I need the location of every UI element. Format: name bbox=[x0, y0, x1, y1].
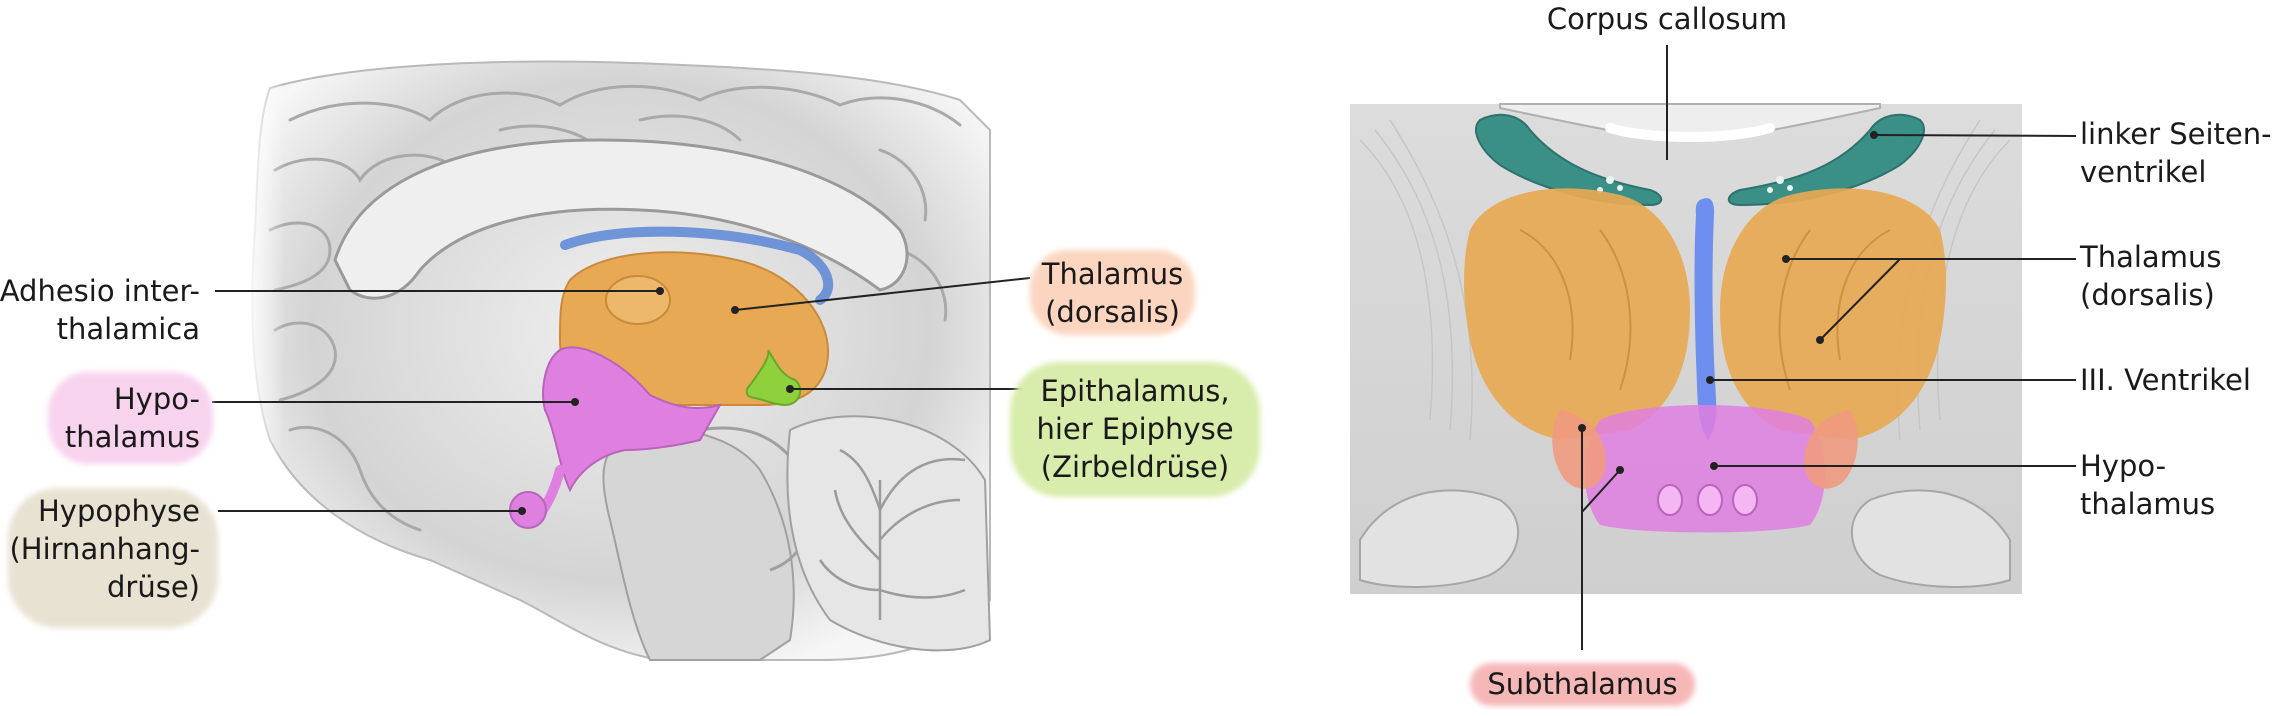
label-hypophyse-line3: drüse) bbox=[107, 570, 200, 604]
label-subthalamus-text: Subthalamus bbox=[1487, 667, 1678, 701]
right-thalamus-section bbox=[1720, 188, 1946, 440]
label-thalamus-right-line1: Thalamus bbox=[2080, 240, 2222, 274]
corpus-callosum-shape bbox=[333, 138, 909, 300]
badge-thalamus bbox=[1030, 250, 1195, 335]
label-epithalamus-line2: hier Epiphyse bbox=[1036, 412, 1234, 446]
leader-seitenventrikel bbox=[1873, 134, 2077, 137]
label-hypothalamus-left-line2: thalamus bbox=[64, 420, 200, 454]
label-epithalamus-line3: (Zirbeldrüse) bbox=[1040, 450, 1230, 484]
label-hypothalamus-left: Hypo- thalamus bbox=[65, 380, 200, 456]
label-hypothalamus-right: Hypo- thalamus bbox=[2080, 447, 2215, 523]
label-subthalamus: Subthalamus bbox=[1470, 665, 1695, 703]
label-adhesio-line1: Adhesio inter- bbox=[0, 274, 200, 308]
label-ventrikel3: III. Ventrikel bbox=[2080, 361, 2251, 399]
label-hypothalamus-right-line1: Hypo- bbox=[2080, 449, 2167, 483]
label-seitenventrikel-line2: ventrikel bbox=[2080, 155, 2207, 189]
left-subthalamus-section bbox=[1552, 410, 1606, 489]
label-hypophyse-line1: Hypophyse bbox=[37, 494, 200, 528]
label-adhesio-line2: thalamica bbox=[56, 312, 200, 346]
label-seitenventrikel-line1: linker Seiten- bbox=[2080, 117, 2272, 151]
badge-subthalamus bbox=[1470, 663, 1695, 706]
brainstem-shape bbox=[602, 429, 795, 661]
left-leader-lines bbox=[212, 277, 1031, 515]
label-epithalamus: Epithalamus, hier Epiphyse (Zirbeldrüse) bbox=[1018, 372, 1252, 486]
label-hypothalamus-right-line2: thalamus bbox=[2080, 487, 2216, 521]
left-lateral-ventricle-shape bbox=[1475, 113, 1663, 207]
right-leader-lines bbox=[1578, 45, 2077, 650]
label-hypothalamus-left-line1: Hypo- bbox=[113, 382, 200, 416]
left-badges bbox=[8, 250, 1260, 628]
label-corpus-callosum: Corpus callosum bbox=[1517, 0, 1817, 38]
label-thalamus-right-line2: (dorsalis) bbox=[2080, 278, 2215, 312]
label-thalamus-left-line2: (dorsalis) bbox=[1045, 295, 1180, 329]
right-subthalamus-section bbox=[1804, 410, 1858, 489]
hypothalamus-section bbox=[1585, 405, 1825, 533]
label-ventrikel3-text: III. Ventrikel bbox=[2080, 363, 2251, 397]
label-epithalamus-line1: Epithalamus, bbox=[1040, 374, 1230, 408]
badge-epithalamus bbox=[1010, 362, 1260, 497]
left-thalamus-section bbox=[1464, 188, 1690, 440]
coronal-section-illustration bbox=[1350, 103, 2022, 594]
leader-thalamus bbox=[734, 277, 1031, 311]
label-hypophyse-line2: (Hirnanhang- bbox=[9, 532, 200, 566]
badge-hypophyse bbox=[8, 488, 218, 628]
badge-hypothalamus bbox=[48, 372, 213, 464]
label-thalamus-left: Thalamus (dorsalis) bbox=[1040, 255, 1185, 331]
hypothalamus-shape bbox=[542, 346, 723, 493]
label-seitenventrikel: linker Seiten- ventrikel bbox=[2080, 115, 2272, 191]
cerebellum-shape bbox=[786, 415, 992, 652]
adhesio-interthalamica-shape bbox=[605, 275, 671, 325]
label-corpus-callosum-text: Corpus callosum bbox=[1546, 2, 1788, 36]
label-thalamus-left-line1: Thalamus bbox=[1041, 257, 1184, 291]
sagittal-brain-illustration bbox=[245, 60, 992, 680]
label-thalamus-right: Thalamus (dorsalis) bbox=[2080, 238, 2221, 314]
label-hypophyse: Hypophyse (Hirnanhang- drüse) bbox=[9, 492, 200, 606]
label-adhesio-interthalamica: Adhesio inter- thalamica bbox=[0, 272, 200, 348]
